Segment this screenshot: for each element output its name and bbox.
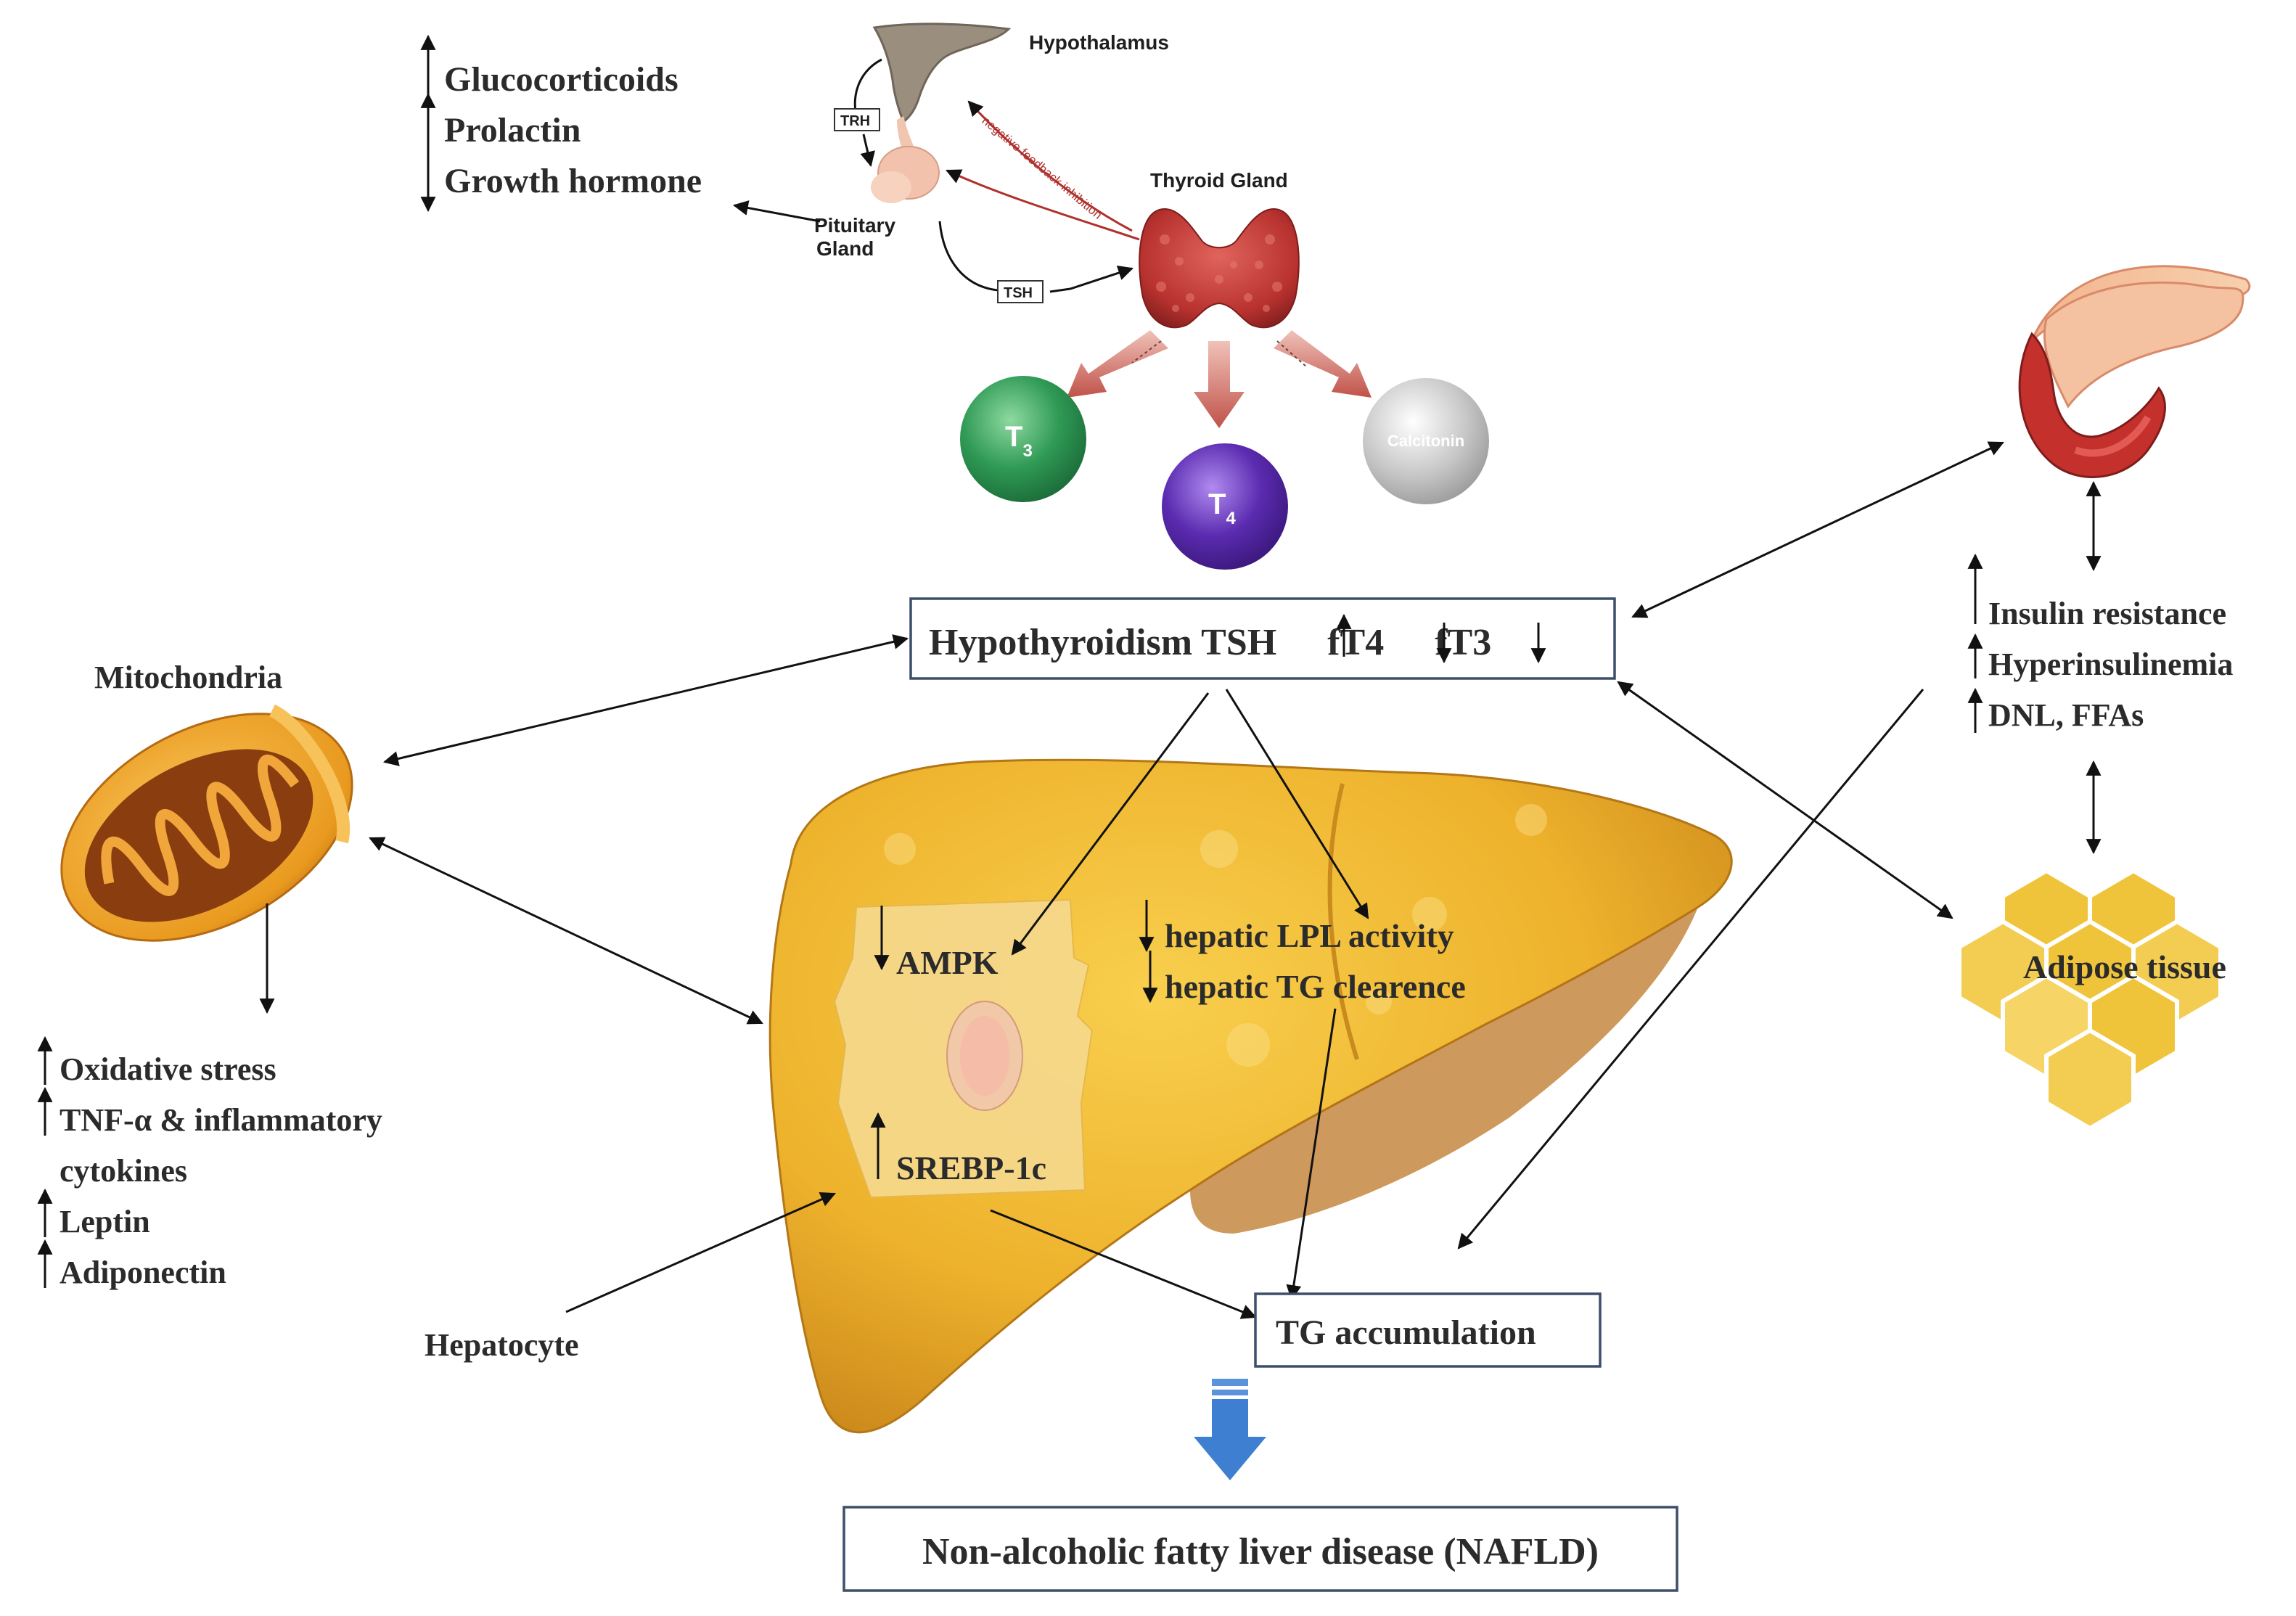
hypo-adipose-arrow [1617,681,1953,919]
adipose-group: Adipose tissue [1957,868,2226,1131]
thyroid-gland-illustration [1139,208,1300,329]
hypothyroidism-frame [909,597,1616,680]
thyroid-texture [1156,234,1282,312]
calcitonin-sphere [1363,378,1489,504]
duodenum-highlight [2074,415,2152,457]
liver: AMPK SREBP-1c hepatic LPL activity hepat… [425,758,1733,1434]
glucocorticoids-label: Glucocorticoids [444,60,678,99]
dnl-ffas-label: DNL, FFAs [1988,697,2144,733]
adipose-label: Adipose tissue [2023,948,2226,985]
hypothalamus-label: Hypothalamus [1029,31,1169,54]
pancreas-body [2043,281,2244,409]
feedback-arrow-hypothalamus [967,100,1133,232]
tg-accumulation-label: TG accumulation [1276,1313,1536,1352]
tsh-to-thyroid-arrow [1049,265,1133,293]
tg-clearance-label: hepatic TG clearence [1165,968,1466,1005]
mitochondria-title: Mitochondria [94,660,282,695]
t3-label: T3 [1005,421,1033,461]
pituitary-lobe [871,171,911,203]
hypothalamus-illustration [872,22,1012,124]
t4-sphere [1162,443,1288,570]
tsh-loop-line [938,221,999,292]
liver-fat-droplets [884,804,1547,1067]
mitochondria-group: Mitochondria Oxidative stress TNF-α & in… [37,660,382,1290]
liver-fissure [1327,783,1359,1060]
hypo-to-ampk-arrow [1011,692,1210,956]
ampk-label: AMPK [896,944,999,981]
calcitonin-label: Calcitonin [1387,432,1464,450]
lpl-label: hepatic LPL activity [1165,917,1454,954]
dotted-t3 [1131,340,1162,364]
tg-accumulation-box: TG accumulation [1254,1292,1602,1368]
dotted-calcitonin [1276,340,1307,367]
trh-tag [834,108,880,131]
hepatocyte-pointer-arrow [565,1192,836,1313]
mito-liver-arrow [369,837,763,1025]
adipose-hexagons [1957,868,2223,1131]
growth-hormone-label: Growth hormone [444,162,702,200]
pancreas-hypo-arrow [1631,441,2004,618]
feedback-arrow-pituitary [946,169,1140,241]
feedback-label: negative feedback inhibition [979,114,1104,222]
arrow-to-t3 [1067,330,1168,398]
hypo-to-lpl-arrow [1225,689,1369,919]
tnf-label: TNF-α & inflammatory [60,1102,382,1138]
liver-shadow [1190,907,1698,1234]
pancreas-group: Insulin resistance Hyperinsulinemia DNL,… [1967,265,2251,855]
pituitary-label-2: Gland [816,237,874,260]
mitochondria-illustration [60,704,353,942]
lpl-to-tg-arrow [1286,1008,1337,1301]
pituitary-label-1: Pituitary [814,214,895,237]
hepatocyte-label: Hepatocyte [425,1327,579,1363]
mito-hypo-arrow [382,634,909,766]
tsh-label: TSH [1004,285,1033,301]
srebp-label: SREBP-1c [896,1149,1046,1186]
nafld-frame [842,1506,1678,1592]
t4-label: T4 [1208,488,1236,528]
oxidative-stress-label: Oxidative stress [60,1051,276,1087]
hyperinsulinemia-label: Hyperinsulinemia [1988,647,2233,682]
trh-down-arrow [860,134,875,168]
adiponectin-label: Adiponectin [60,1255,226,1290]
tsh-tag [997,280,1044,303]
nafld-down-arrow [1194,1379,1266,1480]
hepatocyte-nucleus [960,1016,1009,1096]
arrow-to-calcitonin [1274,330,1372,398]
thyroid-label: Thyroid Gland [1150,169,1288,192]
trh-label: TRH [840,113,870,129]
arrow-to-t4 [1194,341,1245,428]
pituitary-effects: Glucocorticoids Prolactin Growth hormone [420,34,821,223]
srebp-to-tg-arrow [990,1209,1257,1319]
cytokines-label: cytokines [60,1153,187,1189]
tg-frame [1254,1292,1602,1368]
prolactin-label: Prolactin [444,111,581,149]
pituitary-to-effects-arrow [732,200,821,223]
t3-sphere [960,376,1086,502]
nafld-box: Non-alcoholic fatty liver disease (NAFLD… [842,1506,1678,1592]
nafld-label: Non-alcoholic fatty liver disease (NAFLD… [922,1531,1599,1572]
hpt-axis: Hypothalamus TRH Pituitary Gland TSH neg… [814,22,1489,570]
insulin-resistance-label: Insulin resistance [1988,596,2226,631]
leptin-label: Leptin [60,1204,150,1239]
